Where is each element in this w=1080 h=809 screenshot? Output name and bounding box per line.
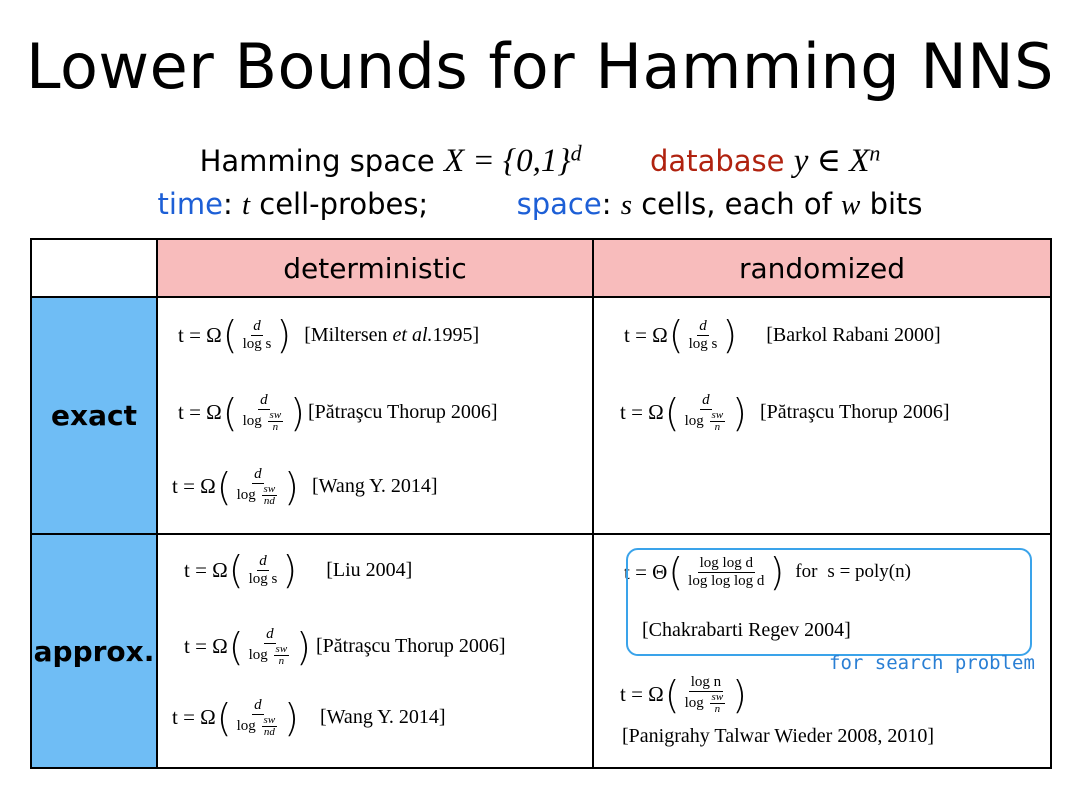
formula-lhs: t = Ω bbox=[178, 322, 222, 347]
row-label-exact: exact bbox=[30, 296, 158, 535]
fraction-den: log s bbox=[242, 335, 272, 352]
database-exponent: n bbox=[869, 140, 881, 166]
corner-cell bbox=[30, 238, 158, 298]
hamming-exponent: d bbox=[570, 140, 582, 166]
subtitle-hamming: Hamming space X = {0,1}d database y ∈ Xn bbox=[0, 140, 1080, 180]
citation: [Pătraşcu Thorup 2006] bbox=[308, 401, 498, 423]
fraction-num: d bbox=[251, 317, 263, 336]
citation: [Chakrabarti Regev 2004] bbox=[642, 619, 851, 641]
citation: [Barkol Rabani 2000] bbox=[766, 323, 941, 346]
formula-lhs: t = Ω bbox=[172, 474, 216, 498]
space-var2: w bbox=[841, 189, 861, 221]
space-text2: bits bbox=[869, 187, 923, 221]
header-randomized: randomized bbox=[592, 238, 1052, 298]
space-colon: : bbox=[601, 187, 612, 221]
citation: [Wang Y. 2014] bbox=[312, 475, 438, 497]
time-label: time bbox=[157, 187, 223, 221]
citation: [Pătraşcu Thorup 2006] bbox=[760, 401, 950, 423]
hamming-math: X = {0,1} bbox=[444, 143, 571, 179]
database-label: database bbox=[650, 144, 785, 178]
space-var: s bbox=[620, 189, 633, 221]
subtitle-time-space: time: t cell-probes; space: s cells, eac… bbox=[0, 187, 1080, 222]
time-text: cell-probes; bbox=[259, 187, 429, 221]
space-label: space bbox=[516, 187, 602, 221]
time-colon: : bbox=[222, 187, 233, 221]
time-var: t bbox=[241, 189, 251, 221]
row-label-approx: approx. bbox=[30, 533, 158, 769]
slide-title: Lower Bounds for Hamming NNS bbox=[26, 30, 1054, 103]
citation: [Panigrahy Talwar Wieder 2008, 2010] bbox=[622, 725, 934, 747]
citation: [Miltersen et al.1995] bbox=[304, 323, 480, 346]
highlight-box bbox=[626, 548, 1032, 656]
citation: [Liu 2004] bbox=[326, 558, 413, 581]
database-math: y ∈ X bbox=[793, 143, 870, 179]
citation: [Wang Y. 2014] bbox=[320, 706, 446, 728]
bounds-table: deterministic randomized exact t = Ω ( d… bbox=[30, 238, 1052, 769]
citation: [Pătraşcu Thorup 2006] bbox=[316, 635, 506, 657]
header-deterministic: deterministic bbox=[156, 238, 594, 298]
space-text1: cells, each of bbox=[641, 187, 832, 221]
hamming-label: Hamming space bbox=[199, 144, 435, 178]
search-problem-note: for search problem bbox=[829, 652, 1035, 674]
formula-lhs: t = Ω bbox=[178, 400, 222, 424]
